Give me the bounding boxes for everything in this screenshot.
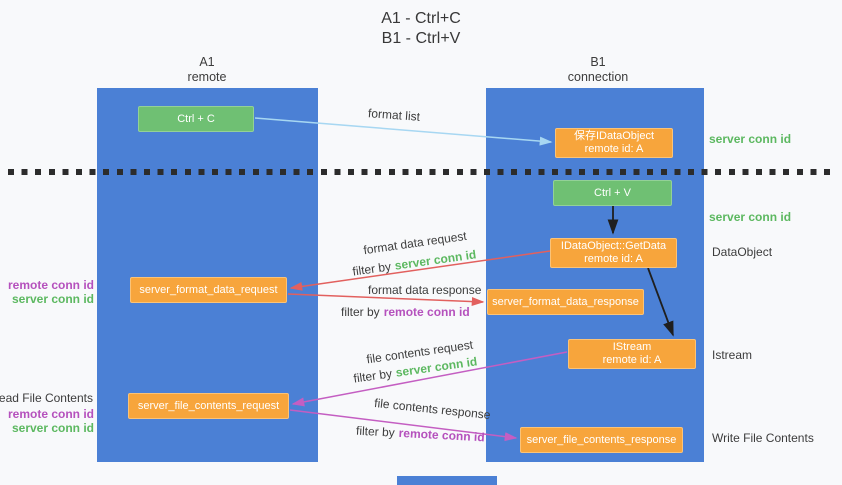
node-server-format-data-request: server_format_data_request: [130, 277, 287, 303]
lane-a1-name: A1: [199, 55, 215, 69]
node-file-res-label: server_file_contents_response: [526, 433, 677, 446]
filter-key-remote-conn-id: remote conn id: [383, 305, 470, 319]
label-server-conn-id-left-top: server conn id: [11, 292, 94, 306]
label-format-list: format list: [367, 106, 421, 124]
node-ctrl-v: Ctrl + V: [553, 180, 672, 206]
node-save-idataobject: 保存IDataObject remote id: A: [555, 128, 673, 158]
node-getdata-line2: remote id: A: [584, 253, 643, 265]
label-server-conn-id-right-mid: server conn id: [709, 210, 792, 224]
label-dataobject: DataObject: [712, 245, 773, 259]
lane-b1-name: B1: [590, 55, 606, 69]
filter-prefix: filter by: [355, 423, 396, 440]
node-idataobject-getdata: IDataObject::GetData remote id: A: [550, 238, 677, 268]
node-istream: IStream remote id: A: [568, 339, 696, 369]
node-ctrl-c: Ctrl + C: [138, 106, 254, 132]
filter-key-remote-conn-id: remote conn id: [398, 425, 485, 445]
node-save-line1: 保存IDataObject: [573, 130, 655, 142]
node-file-req-label: server_file_contents_request: [137, 399, 280, 412]
node-format-req-label: server_format_data_request: [139, 283, 278, 296]
node-server-format-data-response: server_format_data_response: [487, 289, 644, 315]
dotted-divider: [8, 169, 836, 175]
lane-header-a1: A1 remote: [147, 55, 267, 85]
title-line-2: B1 - Ctrl+V: [381, 30, 461, 47]
node-getdata-line1: IDataObject::GetData: [560, 240, 667, 252]
label-format-data-response: format data response: [368, 283, 482, 297]
node-istream-line2: remote id: A: [602, 354, 662, 366]
filter-prefix: filter by: [352, 366, 393, 386]
lane-header-b1: B1 connection: [538, 55, 658, 85]
label-server-conn-id-left-bottom: server conn id: [11, 421, 94, 435]
label-istream: Istream: [712, 348, 753, 362]
label-read-file-contents: Read File Contents: [0, 391, 93, 405]
node-save-line2: remote id: A: [584, 143, 644, 155]
node-ctrl-c-label: Ctrl + C: [177, 112, 215, 125]
lane-b1-subtitle: connection: [567, 70, 629, 84]
lane-a1-subtitle: remote: [187, 70, 227, 84]
node-format-res-label: server_format_data_response: [492, 295, 639, 308]
node-server-file-contents-response: server_file_contents_response: [520, 427, 683, 453]
label-remote-conn-id-left-bottom: remote conn id: [7, 407, 94, 421]
diagram-title: A1 - Ctrl+C B1 - Ctrl+V: [0, 9, 842, 49]
filter-prefix: filter by: [341, 305, 380, 319]
label-write-file-contents: Write File Contents: [712, 431, 814, 445]
node-ctrl-v-label: Ctrl + V: [594, 186, 631, 199]
bottom-partial-bar: [397, 476, 497, 485]
title-line-1: A1 - Ctrl+C: [381, 10, 461, 27]
filter-prefix: filter by: [351, 259, 392, 279]
label-file-contents-response: file contents response: [373, 395, 492, 423]
node-server-file-contents-request: server_file_contents_request: [128, 393, 289, 419]
label-server-conn-id-right-top: server conn id: [709, 132, 792, 146]
label-remote-conn-id-left-top: remote conn id: [7, 278, 94, 292]
node-istream-line1: IStream: [612, 341, 652, 353]
